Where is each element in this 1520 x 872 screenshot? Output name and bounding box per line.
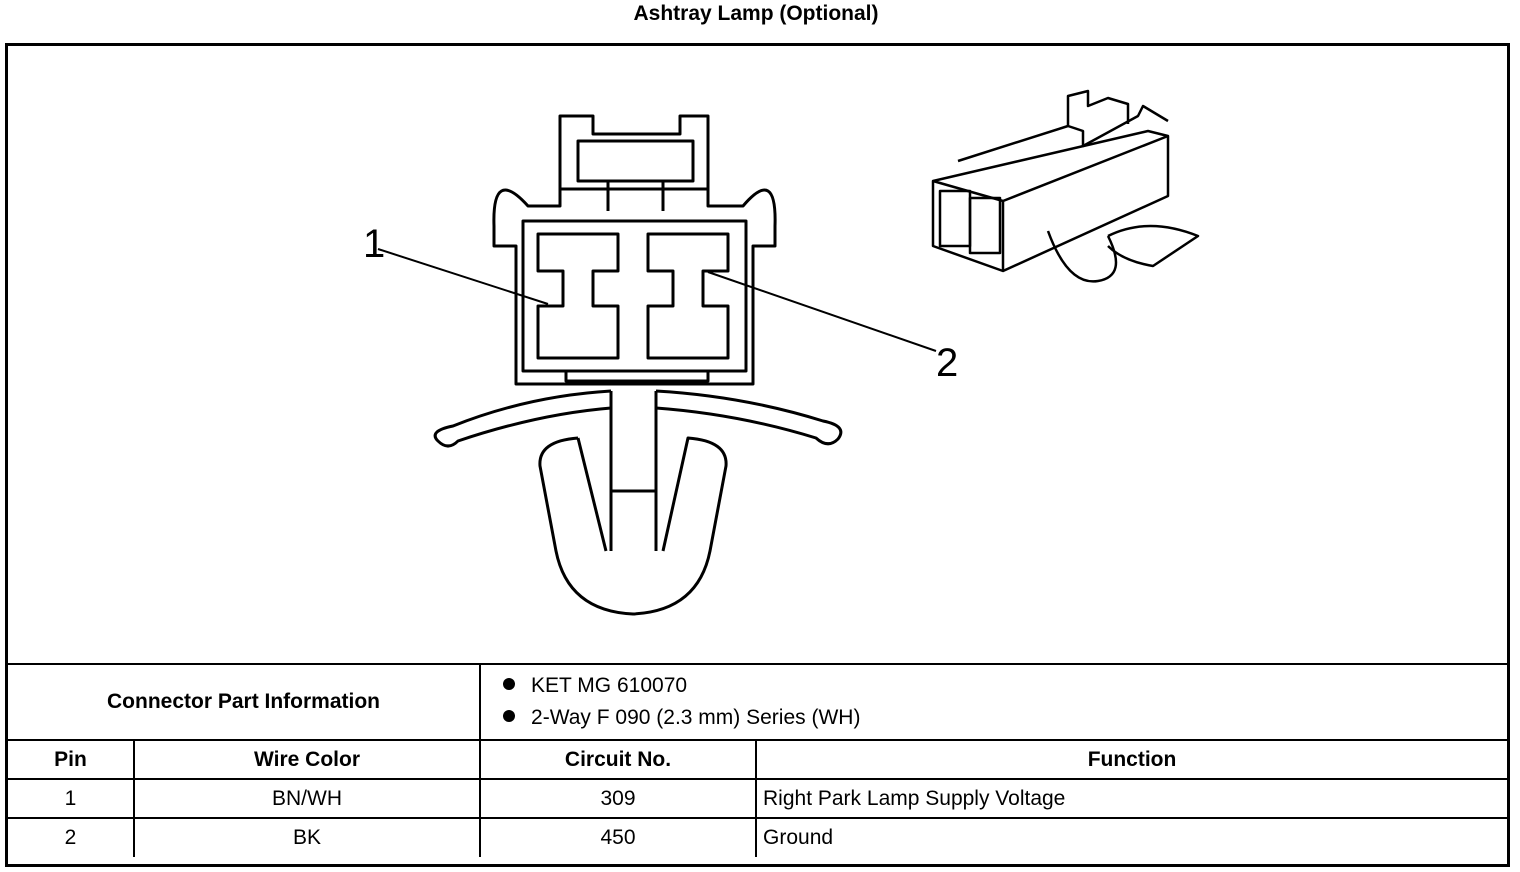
clip-legs (538, 436, 728, 616)
connector-shell (492, 187, 777, 386)
header-wire-color: Wire Color (132, 739, 482, 780)
connector-part-list: KET MG 610070 2-Way F 090 (2.3 mm) Serie… (479, 663, 1508, 741)
header-function: Function (755, 739, 1508, 780)
bullet-icon (503, 710, 516, 723)
header-pin: Pin (8, 739, 135, 780)
connector-part-row: Connector Part Information KET MG 610070… (8, 663, 1508, 741)
pin-1-callout: 1 (363, 222, 386, 266)
header-circuit-no: Circuit No. (479, 739, 758, 780)
function-cell: Right Park Lamp Supply Voltage (755, 778, 1508, 819)
pin-cell: 2 (8, 817, 135, 857)
connector-part-item: KET MG 610070 (503, 670, 1501, 702)
connector-part-text: 2-Way F 090 (2.3 mm) Series (WH) (531, 706, 861, 729)
connector-part-item: 2-Way F 090 (2.3 mm) Series (WH) (503, 702, 1501, 734)
connector-drawing: 1 2 (8, 46, 1507, 663)
wire-color-cell: BK (132, 817, 482, 857)
pin-2-callout: 2 (936, 341, 959, 385)
connector-face-illustration (377, 89, 1200, 616)
connector-info-table: Connector Part Information KET MG 610070… (8, 663, 1508, 857)
clip-stem (609, 391, 658, 551)
connector-panel: 1 2 Connector Part Information KET MG 61… (5, 43, 1510, 867)
bullet-icon (503, 678, 516, 691)
connector-3d-view (931, 89, 1200, 283)
function-cell: Ground (755, 817, 1508, 857)
latch-post (606, 181, 665, 211)
circuit-cell: 450 (479, 817, 758, 857)
connector-part-text: KET MG 610070 (531, 674, 688, 697)
pin-2-leader (707, 271, 937, 352)
connector-face (521, 219, 748, 373)
left-wing (433, 389, 612, 448)
table-row: 1 BN/WH 309 Right Park Lamp Supply Volta… (8, 778, 1508, 819)
right-wing (655, 389, 843, 446)
cavity-2 (646, 232, 730, 360)
circuit-cell: 309 (479, 778, 758, 819)
wire-color-cell: BN/WH (132, 778, 482, 819)
connector-part-label: Connector Part Information (8, 663, 482, 741)
pin-cell: 1 (8, 778, 135, 819)
bottom-rib (564, 371, 710, 383)
latch-outline (558, 114, 710, 189)
pin-1-leader (377, 248, 549, 305)
table-row: 2 BK 450 Ground (8, 817, 1508, 857)
cavity-1 (536, 232, 620, 360)
diagram-title: Ashtray Lamp (Optional) (633, 2, 879, 25)
latch-tab (576, 139, 695, 183)
table-header-row: Pin Wire Color Circuit No. Function (8, 739, 1508, 780)
